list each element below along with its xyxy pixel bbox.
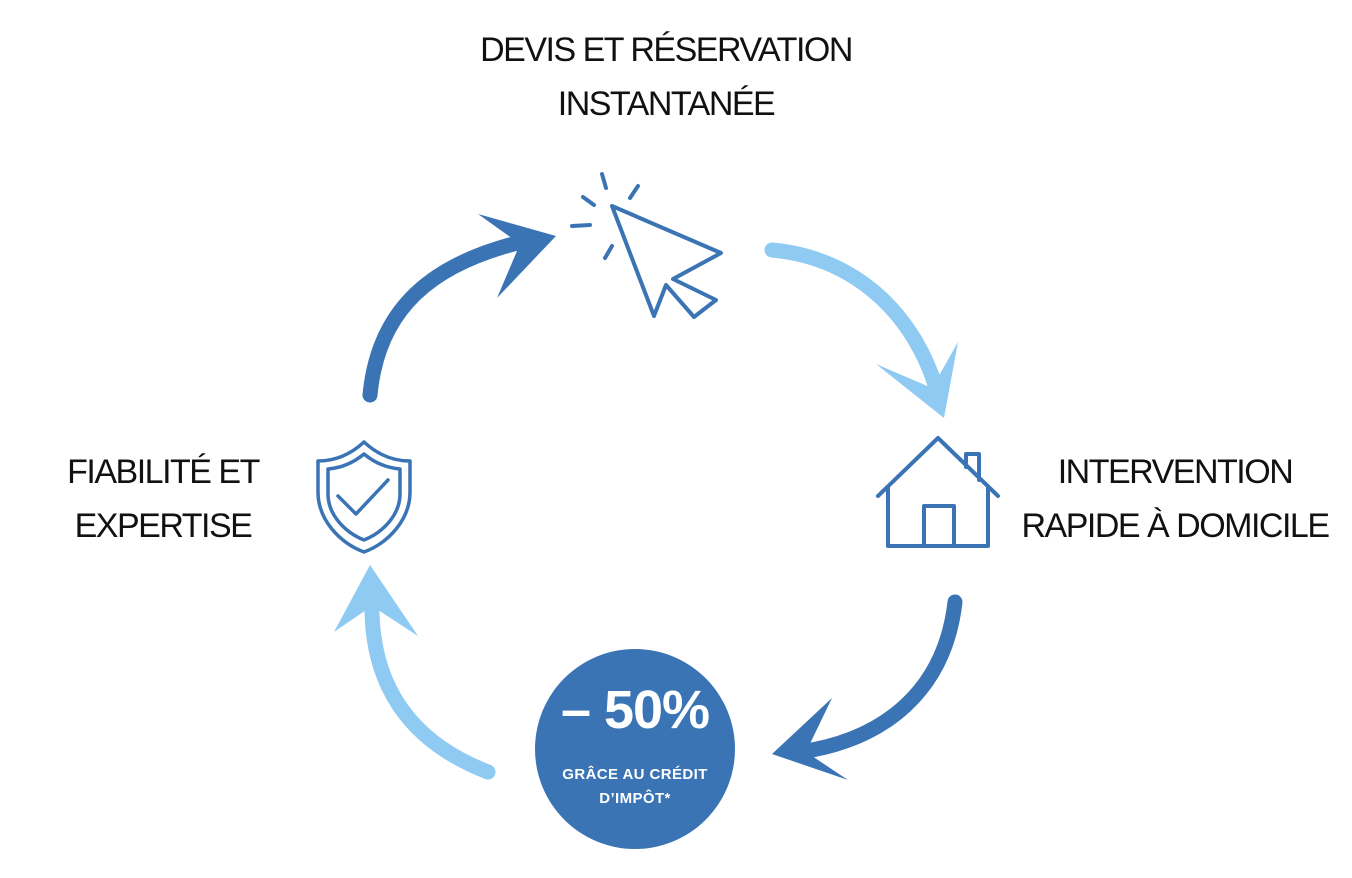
shield-check-icon bbox=[316, 440, 412, 554]
step-reliability-line1: FIABILITÉ ET bbox=[67, 453, 260, 491]
step-quote-line2: INSTANTANÉE bbox=[557, 85, 776, 123]
step-quote-line1: DEVIS ET RÉSERVATION bbox=[480, 31, 853, 69]
step-intervention-line2: RAPIDE À DOMICILE bbox=[1021, 507, 1330, 545]
arrow-right-to-bottom bbox=[772, 594, 963, 780]
arrow-left-to-top bbox=[362, 214, 556, 403]
tax-credit-badge: – 50% GRÂCE AU CRÉDIT D’IMPÔT* bbox=[535, 649, 735, 849]
tax-credit-caption-line1: GRÂCE AU CRÉDIT bbox=[562, 766, 708, 783]
discount-value: – 50% bbox=[560, 680, 710, 740]
step-intervention-label: INTERVENTION RAPIDE À DOMICILE bbox=[1010, 445, 1340, 553]
step-reliability-line2: EXPERTISE bbox=[74, 507, 253, 545]
cursor-click-icon bbox=[570, 172, 723, 319]
arrow-bottom-to-left bbox=[334, 565, 496, 780]
tax-credit-caption-line2: D’IMPÔT* bbox=[599, 790, 671, 807]
step-intervention-line1: INTERVENTION bbox=[1057, 453, 1294, 491]
house-icon bbox=[876, 436, 1000, 548]
step-reliability-label: FIABILITÉ ET EXPERTISE bbox=[50, 445, 276, 553]
tax-credit-caption: GRÂCE AU CRÉDIT D’IMPÔT* bbox=[535, 763, 735, 811]
arrow-top-to-right bbox=[764, 242, 958, 418]
step-quote-label: DEVIS ET RÉSERVATION INSTANTANÉE bbox=[436, 23, 896, 131]
